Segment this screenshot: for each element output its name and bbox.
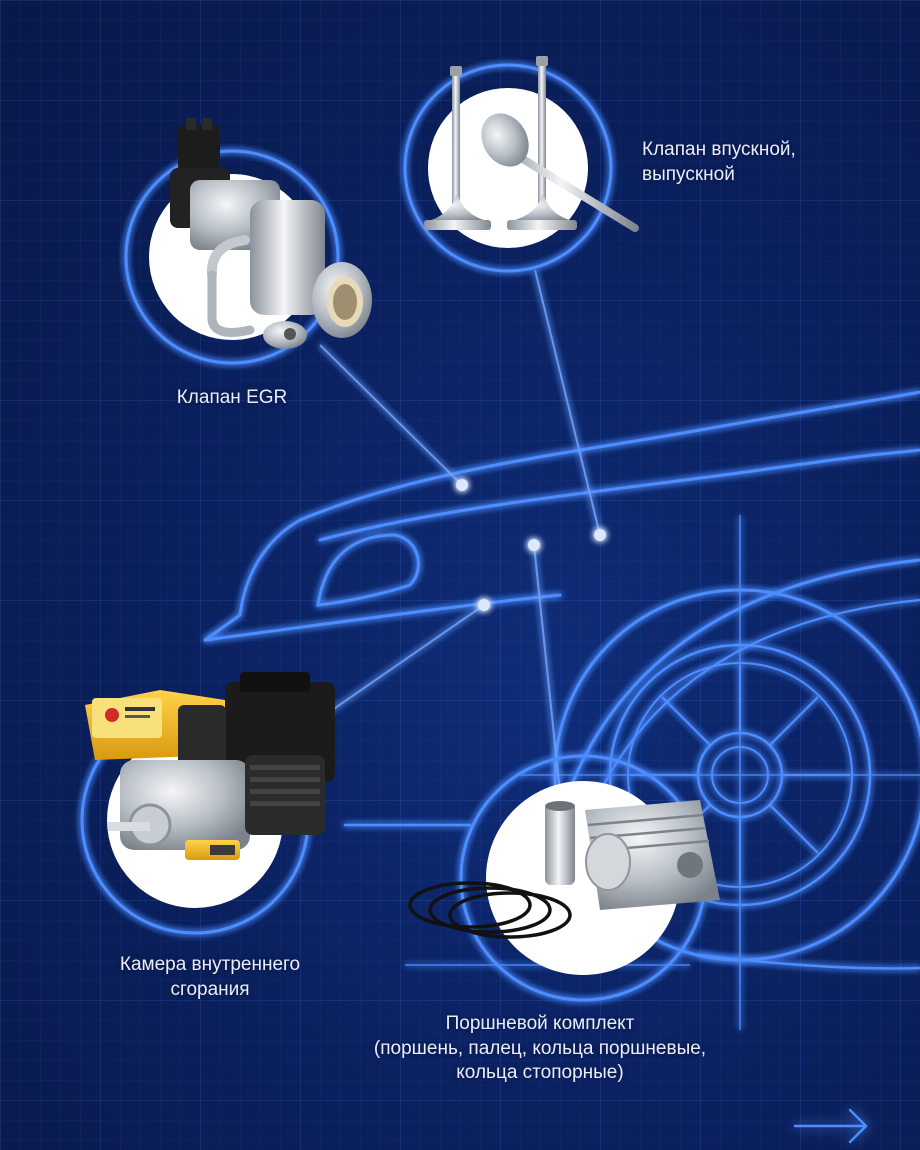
sill-line [698,953,920,970]
wheel [405,515,920,1030]
valves-label-line-1: Клапан впускной, [642,139,796,160]
engine-circle [80,672,335,935]
piston-kit-image [408,800,720,939]
valves-circle [403,56,639,273]
hood-line-upper [298,390,920,522]
piston-label: Поршневой комплект (поршень, палец, коль… [300,1012,780,1086]
engine-label-line-1: Камера внутреннего [119,954,301,975]
egr-label-line: Клапан EGR [176,387,288,408]
egr-label: Клапан EGR [132,386,332,411]
piston-circle [408,754,720,1002]
gas-engine-image [85,672,335,860]
connector-valves [534,269,601,536]
anchor-dots [456,479,606,611]
piston-label-line-1: Поршневой комплект [445,1013,635,1034]
valves-label-line-2: выпускной [642,163,735,185]
engine-label-line-2: сгорания [170,978,250,1000]
egr-valve-image [170,118,372,349]
body-line-lower [203,593,562,642]
valves-label: Клапан впускной, выпускной [642,138,902,187]
connector-engine [324,604,485,716]
piston-label-line-2: (поршень, палец, кольца поршневые, [373,1037,707,1059]
connector-lines [319,269,601,841]
front-fascia [203,518,302,642]
engine-valves-image [424,56,639,232]
hood-line-lower [318,448,920,542]
engine-label: Камера внутреннего сгорания [60,953,360,1002]
connector-egr [319,344,463,486]
headlight [316,533,420,607]
piston-label-line-3: кольца стопорные) [456,1062,624,1084]
egr-circle [124,118,372,365]
arrow-right-icon [793,1108,868,1144]
